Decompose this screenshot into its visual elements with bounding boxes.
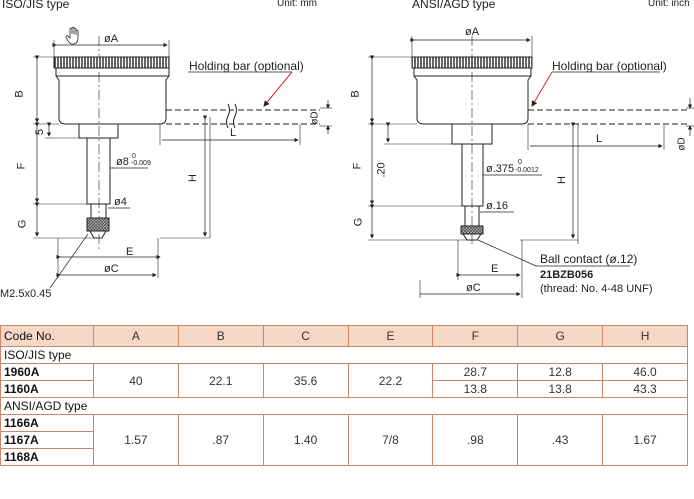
group-label-ansi: ANSI/AGD type <box>0 397 688 415</box>
ansi-dim-h: H <box>555 176 568 184</box>
ansi-dim-g: G <box>352 217 365 227</box>
iso-dim-c: øC <box>104 263 119 275</box>
cell-a: 1.57 <box>93 414 179 466</box>
holding-bar-leader-left <box>263 71 293 107</box>
cell-a: 40 <box>93 363 179 398</box>
ansi-dim-a: øA <box>465 26 480 38</box>
col-header-c: C <box>262 325 349 347</box>
iso-holding-bar: Holding bar (optional) <box>189 59 304 73</box>
iso-dim-l: L <box>230 127 237 139</box>
cell-c: 1.40 <box>262 414 349 466</box>
cell-h: 43.3 <box>602 380 688 398</box>
cell-b: 22.1 <box>177 363 264 398</box>
ansi-stem-tol-bot: -0.0012 <box>515 167 539 174</box>
ansi-unit: Unit: inch <box>648 0 690 9</box>
group-row-iso: ISO/JIS type <box>0 346 688 364</box>
ansi-dim-f: F <box>351 162 364 170</box>
col-header-h: H <box>602 325 688 347</box>
cell-h: 1.67 <box>602 414 688 466</box>
spec-table: Code No. A B C E F G H ISO/JIS type 1960… <box>0 325 688 466</box>
iso-dim-e: E <box>126 246 134 258</box>
ansi-stem-dia: ø.375 <box>486 163 515 175</box>
table-row: 1168A <box>0 448 688 466</box>
table-row: 1160A 13.8 13.8 43.3 <box>0 380 688 398</box>
ansi-agd-drawing <box>368 36 694 298</box>
ansi-dim-d: øD <box>676 137 688 151</box>
iso-dim-g: G <box>16 219 29 229</box>
cell-c: 35.6 <box>262 363 349 398</box>
col-header-f: F <box>432 325 519 347</box>
iso-thread: M2.5x0.45 <box>0 288 52 300</box>
ansi-dim-b: B <box>349 90 362 98</box>
iso-dim-f: F <box>15 162 28 170</box>
ansi-dim-e: E <box>491 263 499 275</box>
iso-dim-h: H <box>186 174 199 182</box>
dimension-drawing <box>33 26 694 298</box>
col-header-a: A <box>93 325 179 347</box>
code-cell: 1160A <box>0 380 94 398</box>
table-row: 1166A 1.57 .87 1.40 7/8 .98 .43 1.67 <box>0 414 688 466</box>
ansi-dim-c: øC <box>466 282 481 294</box>
cell-f: .98 <box>432 414 519 466</box>
ansi-stem-tol-top: 0 <box>518 159 522 166</box>
iso-dim-d: øD <box>309 111 321 125</box>
table-header-row: Code No. A B C E F G H <box>0 325 688 347</box>
iso-dim-a: øA <box>104 33 119 45</box>
ansi-thread: (thread: No. 4-48 UNF) <box>540 283 653 295</box>
cell-g: 13.8 <box>517 380 604 398</box>
cell-g: 12.8 <box>517 363 604 381</box>
ansi-dim-20: .20 <box>375 162 388 178</box>
code-cell: 1166A <box>0 414 94 432</box>
iso-dim-5: 5 <box>34 128 47 136</box>
col-header-e: E <box>347 325 434 347</box>
cell-f: 13.8 <box>432 380 519 398</box>
holding-bar-leader-right <box>531 71 553 107</box>
iso-unit: Unit: mm <box>277 0 317 9</box>
iso-stem-dia: ø8 <box>116 156 129 168</box>
code-cell: 1167A <box>0 431 94 449</box>
iso-stem-tol-top: 0 <box>132 153 136 160</box>
ansi-holding-bar: Holding bar (optional) <box>552 59 667 73</box>
ansi-ball-contact: Ball contact (ø.12) <box>540 252 638 266</box>
col-header-code: Code No. <box>0 325 94 347</box>
col-header-g: G <box>517 325 604 347</box>
iso-tip-dia: ø4 <box>114 196 127 208</box>
col-header-b: B <box>177 325 264 347</box>
iso-dim-b: B <box>13 90 26 98</box>
group-label-iso: ISO/JIS type <box>0 346 688 364</box>
cell-e: 22.2 <box>347 363 434 398</box>
iso-stem-tol-bot: -0.009 <box>131 160 151 167</box>
iso-title: ISO/JIS type <box>2 0 70 11</box>
ansi-part-no: 21BZB056 <box>540 269 594 281</box>
code-cell: 1960A <box>0 363 94 381</box>
table-row: 1960A 40 22.1 35.6 22.2 28.7 12.8 46.0 <box>0 363 688 398</box>
cell-g: .43 <box>517 414 604 466</box>
ansi-tip-dia: ø.16 <box>486 200 509 212</box>
hand-cursor-icon <box>65 26 79 45</box>
ansi-title: ANSI/AGD type <box>412 0 496 11</box>
cell-h: 46.0 <box>602 363 688 381</box>
ansi-dim-l: L <box>596 133 603 145</box>
cell-f: 28.7 <box>432 363 519 381</box>
cell-b: .87 <box>177 414 264 466</box>
code-cell: 1168A <box>0 448 94 466</box>
group-row-ansi: ANSI/AGD type <box>0 397 688 415</box>
iso-jis-drawing <box>33 36 332 289</box>
cell-e: 7/8 <box>347 414 434 466</box>
